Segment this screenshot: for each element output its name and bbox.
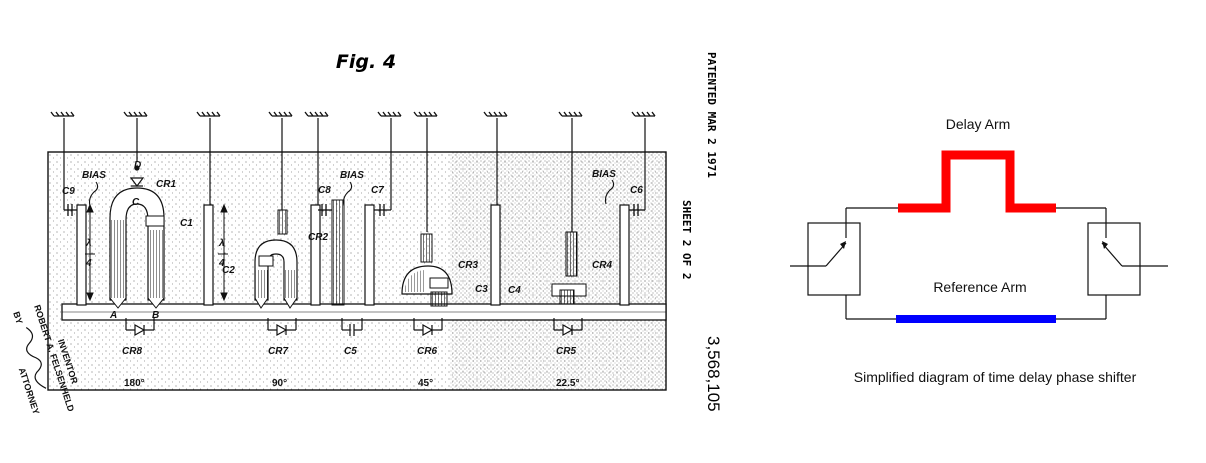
patented-date: PATENTED MAR 2 1971 (705, 52, 718, 178)
label-c9: C9 (62, 186, 75, 197)
label-c6: C6 (630, 185, 643, 196)
bottom-diodes (125, 318, 583, 337)
quarter-wave-2-num: λ (218, 238, 225, 249)
hairpin-180 (109, 187, 165, 309)
diode-cr1-symbol (129, 165, 145, 187)
label-cr4: CR4 (592, 260, 612, 271)
phase-bit-90: 90° (272, 378, 287, 389)
quarter-wave-1-den: 4 (85, 258, 92, 269)
label-c7: C7 (371, 185, 384, 196)
hairpin-22-5 (551, 231, 587, 305)
figure-title: Fig. 4 (336, 51, 396, 73)
stub-capacitors (64, 204, 645, 216)
label-cr6: CR6 (417, 346, 437, 357)
label-cr1: CR1 (156, 179, 176, 190)
label-cr5: CR5 (556, 346, 576, 357)
label-cr2: CR2 (308, 232, 328, 243)
attorney-signature (25, 326, 47, 389)
stub-lines (76, 204, 630, 306)
bias-leads (88, 179, 615, 207)
quarter-wave-1-num: λ (85, 238, 92, 249)
label-cr8: CR8 (122, 346, 142, 357)
label-cr7: CR7 (268, 346, 288, 357)
bias-label-3: BIAS (592, 169, 616, 180)
label-c3: C3 (475, 284, 488, 295)
hairpin-90 (254, 209, 298, 309)
simplified-diagram: Delay Arm Reference Arm Simplified diagr… (770, 95, 1200, 395)
label-c4: C4 (508, 285, 521, 296)
bias-label-1: BIAS (82, 170, 106, 181)
by-label: BY (11, 310, 24, 325)
reference-arm-label: Reference Arm (933, 279, 1026, 295)
phase-bit-22-5: 22.5° (556, 378, 579, 389)
bias-label-2: BIAS (340, 170, 364, 181)
hatched-stub (331, 199, 345, 306)
left-switch-box (807, 222, 861, 296)
label-c5: C5 (344, 346, 357, 357)
node-c-label: C (132, 197, 140, 208)
node-a-label: A (109, 310, 117, 321)
label-c8: C8 (318, 185, 331, 196)
sheet-number: SHEET 2 OF 2 (680, 200, 693, 279)
delay-arm-line (898, 150, 1056, 213)
label-c2: C2 (222, 265, 235, 276)
delay-arm-label: Delay Arm (946, 116, 1011, 132)
patent-number: 3,568,105 (704, 336, 723, 412)
node-d-label: D (134, 160, 141, 171)
right-switch-box (1087, 222, 1141, 296)
ground-symbols (50, 111, 656, 117)
phase-bit-180: 180° (124, 378, 145, 389)
label-cr3: CR3 (458, 260, 478, 271)
quarter-wave-dimensions (86, 203, 228, 302)
phase-bit-45: 45° (418, 378, 433, 389)
patent-figure: Fig. 4 BIAS BIAS BIAS C9 C8 C7 C6 C1 C2 … (11, 51, 723, 416)
quarter-wave-2-den: 4 (218, 258, 225, 269)
node-b-label: B (152, 310, 159, 321)
diagram-caption: Simplified diagram of time delay phase s… (854, 369, 1137, 385)
label-c1: C1 (180, 218, 193, 229)
attorney-label: ATTORNEY (17, 366, 42, 415)
hairpin-45 (401, 233, 453, 307)
